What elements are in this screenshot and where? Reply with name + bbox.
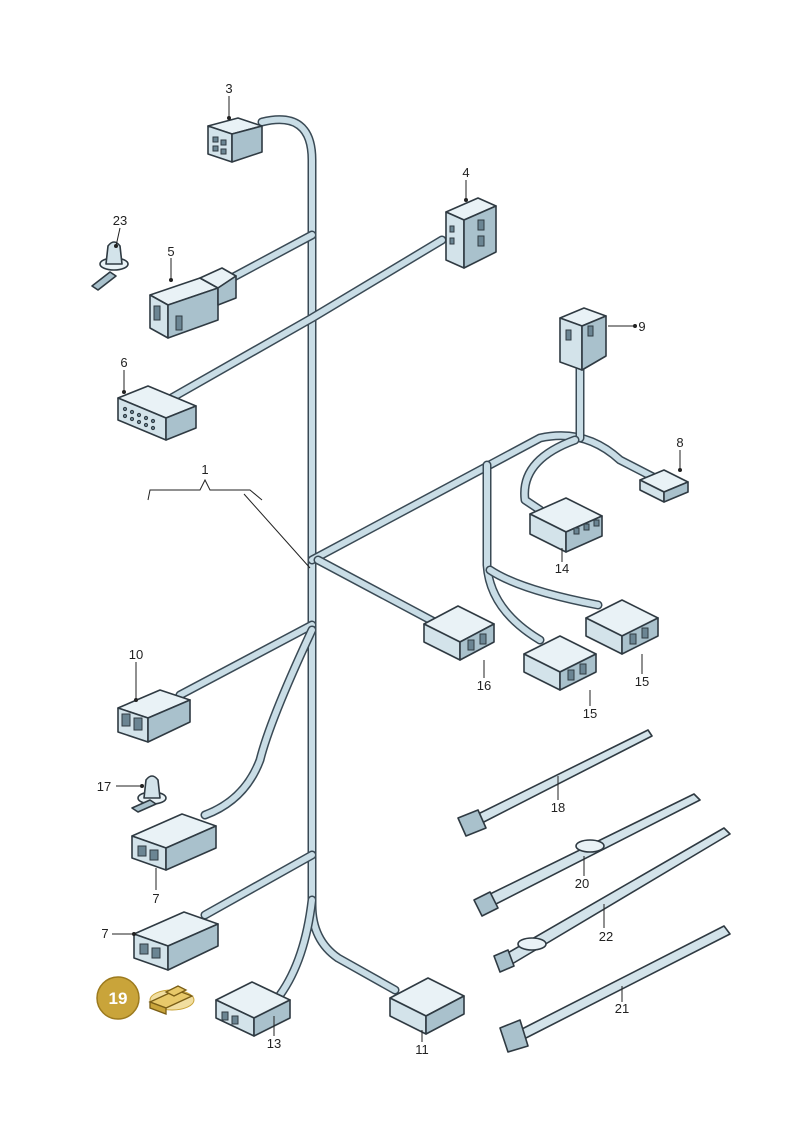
callout-4[interactable]: 4 <box>462 165 469 180</box>
connector-15-lower[interactable] <box>523 635 597 691</box>
connector-4[interactable] <box>445 197 497 269</box>
connector-5[interactable] <box>149 267 237 339</box>
connector-3[interactable] <box>207 117 263 163</box>
clip-17[interactable] <box>131 775 167 813</box>
leader-lines <box>112 96 682 1042</box>
callout-6[interactable]: 6 <box>120 355 127 370</box>
callout-9[interactable]: 9 <box>638 319 645 334</box>
connector-7-lower[interactable] <box>133 911 219 971</box>
connector-8[interactable] <box>639 469 689 503</box>
highlighted-part-19[interactable] <box>148 985 195 1015</box>
callout-13[interactable]: 13 <box>267 1036 281 1051</box>
connector-7-upper[interactable] <box>131 813 217 871</box>
cable-tie-21[interactable] <box>499 925 731 1053</box>
callout-8[interactable]: 8 <box>676 435 683 450</box>
callout-20[interactable]: 20 <box>575 876 589 891</box>
badge-19-label: 19 <box>109 989 128 1008</box>
highlight-badge-19[interactable]: 19 <box>96 976 140 1020</box>
cable-tie-22[interactable] <box>493 827 731 973</box>
clip-23[interactable] <box>91 241 129 291</box>
connector-15-upper[interactable] <box>585 599 659 655</box>
callout-17[interactable]: 17 <box>97 779 111 794</box>
connector-9[interactable] <box>559 307 607 371</box>
connector-16[interactable] <box>423 605 495 661</box>
callout-15-lower[interactable]: 15 <box>583 706 597 721</box>
callout-22[interactable]: 22 <box>599 929 613 944</box>
callout-16[interactable]: 16 <box>477 678 491 693</box>
cable-tie-18[interactable] <box>457 729 653 837</box>
connector-14[interactable] <box>529 497 603 553</box>
callout-7-lower[interactable]: 7 <box>101 926 108 941</box>
cable-tie-20[interactable] <box>473 793 701 917</box>
callout-7-upper[interactable]: 7 <box>152 891 159 906</box>
connector-10[interactable] <box>117 689 191 743</box>
connector-11[interactable] <box>389 977 465 1035</box>
callout-18[interactable]: 18 <box>551 800 565 815</box>
callout-11[interactable]: 11 <box>415 1042 429 1057</box>
callout-3[interactable]: 3 <box>225 81 232 96</box>
connector-6[interactable] <box>117 385 197 441</box>
wire-harness <box>163 115 660 1000</box>
callout-15-upper[interactable]: 15 <box>635 674 649 689</box>
callout-23[interactable]: 23 <box>113 213 127 228</box>
callout-labels: 1 3 4 5 6 7 7 8 9 10 11 13 14 15 15 16 1… <box>97 81 684 1057</box>
callout-1[interactable]: 1 <box>201 462 208 477</box>
callout-21[interactable]: 21 <box>615 1001 629 1016</box>
callout-14[interactable]: 14 <box>555 561 569 576</box>
callout-10[interactable]: 10 <box>129 647 143 662</box>
connector-13[interactable] <box>215 981 291 1037</box>
callout-5[interactable]: 5 <box>167 244 174 259</box>
